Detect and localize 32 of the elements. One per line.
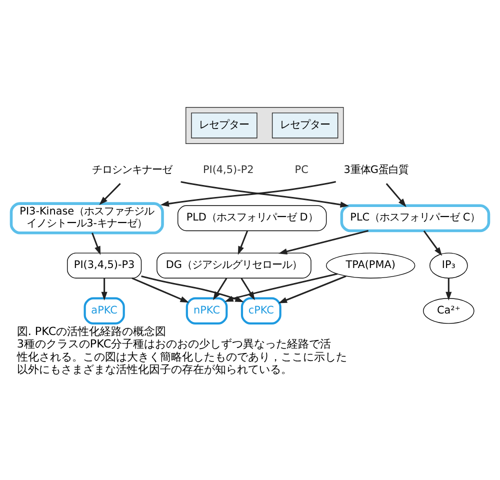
node-text: 3重体G蛋白質: [344, 164, 409, 176]
node-box: aPKC: [84, 296, 125, 324]
cluster: [186, 106, 344, 144]
arrow: [132, 276, 189, 302]
label: PC: [294, 164, 308, 176]
node-ellipse: IP₃: [429, 252, 468, 278]
node-box: レセプター: [191, 112, 258, 138]
arrow: [278, 274, 346, 303]
arrow: [278, 230, 368, 254]
arrow: [446, 278, 452, 300]
arrow: [238, 230, 248, 254]
node-box: PI3-Kinase（ホスファチジルイノシトール3-キナーゼ）: [10, 202, 164, 234]
arrow: [423, 230, 442, 256]
diagram-title: 図. PKCの活性化経路の概念図: [16, 324, 166, 338]
arrow: [99, 182, 121, 205]
node-box: nPKC: [186, 296, 228, 324]
arrow: [92, 232, 101, 254]
node-text: チロシンキナーゼ: [92, 164, 172, 176]
node-box: PLC（ホスフォリパーゼ C）: [340, 204, 490, 232]
node-box: レセプター: [272, 112, 338, 138]
arrow: [101, 278, 108, 300]
node-box: DG（ジアシルグリセロール）: [156, 252, 312, 278]
arrow: [180, 180, 349, 208]
node-box: PI(3,4,5)-P3: [67, 252, 142, 278]
node-ellipse: Ca²⁺: [423, 298, 474, 324]
caption: 3種のクラスのPKC分子種はおのおの少しずつ異なった経路で活性化される。この図は大きく簡略化したものであり，ここに示した以外にもさまざまな活性化因子の存在が知られている。: [16, 337, 347, 376]
node-ellipse: TPA(PMA): [326, 252, 416, 278]
arrow: [160, 180, 336, 206]
label: PI(4,5)-P2: [202, 164, 254, 176]
arrow: [386, 182, 406, 207]
node-box: cPKC: [240, 296, 282, 324]
node-box: PLD（ホスフォリパーゼ D）: [178, 204, 327, 231]
